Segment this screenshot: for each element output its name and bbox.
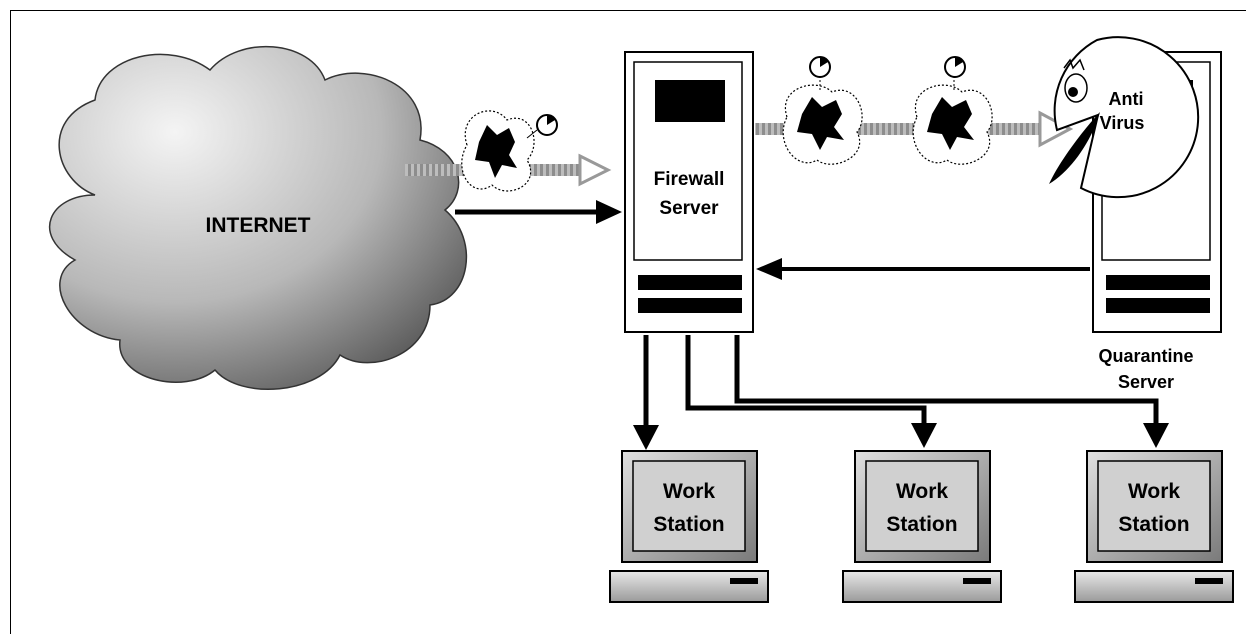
workstation-label-line1: Work: [663, 480, 715, 503]
workstation-label-line1: Work: [896, 480, 948, 503]
firewall-label-line1: Firewall: [654, 169, 725, 190]
antivirus-label-line1: Anti: [1109, 89, 1144, 109]
virus-blob-icon: [912, 56, 993, 165]
firewall-label-line2: Server: [659, 198, 719, 219]
quarantine-label-line1: Quarantine: [1098, 346, 1193, 366]
workstation-label-line2: Station: [1118, 513, 1189, 536]
workstation-2: Work Station: [842, 450, 1002, 603]
internet-cloud: INTERNET: [48, 45, 468, 390]
diagram-frame: [10, 10, 1246, 634]
workstation-label-line1: Work: [1128, 480, 1180, 503]
workstation-label-line2: Station: [886, 513, 957, 536]
workstation-3: Work Station: [1074, 450, 1234, 603]
workstation-label-line2: Station: [653, 513, 724, 536]
workstation-1: Work Station: [609, 450, 769, 603]
virus-blob-icon: [782, 56, 863, 165]
arrow-internet-to-firewall: [455, 200, 622, 224]
firewall-server: Firewall Server: [624, 51, 754, 333]
quarantine-label-line2: Server: [1118, 372, 1174, 392]
internet-label: INTERNET: [206, 214, 311, 237]
arrow-quarantine-to-firewall: [756, 258, 1090, 280]
virus-blob-icon: [461, 110, 558, 192]
workstation-connections: [643, 335, 1159, 428]
antivirus-pacman-icon: Anti Virus: [1049, 36, 1200, 199]
workstation-arrowheads: [633, 423, 1169, 450]
antivirus-label-line2: Virus: [1100, 113, 1145, 133]
